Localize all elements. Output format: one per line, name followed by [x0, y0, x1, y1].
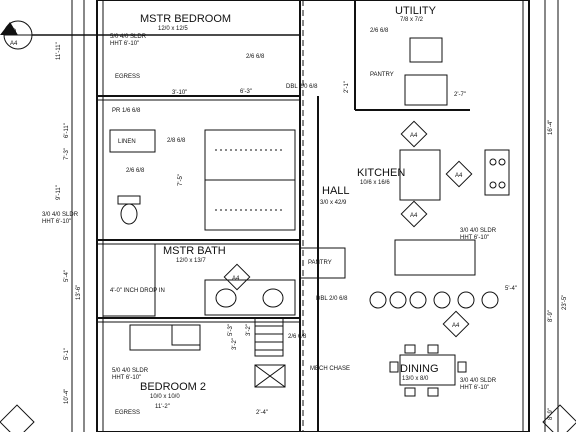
mstr-bedroom-name: MSTR BEDROOM [140, 13, 231, 25]
dining-name: DINING [400, 363, 439, 375]
dim-int-5: 3'-2" [232, 338, 238, 350]
dim-left-6: 13'-6" [76, 285, 82, 300]
a4-tag-dining: A4 [452, 323, 460, 329]
egress-bottom-label: EGRESS [115, 410, 140, 416]
dim-left-5: 5'-4" [64, 270, 70, 282]
door-note-2: DBL 2/0 6/8 [286, 84, 318, 90]
mstr-bath-name: MSTR BATH [163, 245, 226, 257]
bedroom2-size: 10/0 x 10/0 [150, 394, 180, 400]
bedroom2-name: BEDROOM 2 [140, 381, 206, 393]
door-note-3: PR 1/6 6/8 [112, 108, 141, 114]
mstr-window-note-1: 5/0 4/0 SLDR [110, 34, 147, 40]
dining-window-note-2: HHT 6'-10" [460, 385, 489, 391]
dim-int-7: 11'-2" [155, 404, 170, 410]
closet-rods [215, 149, 285, 211]
dining-size: 13/0 x 8/0 [402, 376, 429, 382]
door-note-8: 2/6 6/8 [288, 334, 307, 340]
bath-window-note-2: HHT 6'-10" [42, 219, 71, 225]
hall-name: HALL [322, 185, 350, 197]
dining-window-note-1: 3/0 4/0 SLDR [460, 378, 497, 384]
section-marker [0, 20, 300, 50]
door-note-1: 2/6 6/8 [246, 54, 265, 60]
bed2-window-note-2: HHT 6'-10" [112, 375, 141, 381]
dim-right-4: 8'-9" [548, 408, 554, 420]
right-dimension-string: 16'-4" 8'-9" 23'-5" 8'-9" [544, 0, 568, 432]
door-note-6: 2/6 6/8 [370, 28, 389, 34]
mstr-window-note-2: HHT 6'-10" [110, 41, 139, 47]
dim-int-2: 6'-3" [240, 89, 252, 95]
mstr-bath-size: 12/0 x 13/7 [176, 258, 206, 264]
dim-left-2: 7'-3" [64, 148, 70, 160]
dim-right-2: 8'-9" [548, 310, 554, 322]
dim-int-10: 3'-2" [246, 324, 252, 336]
dim-left-1: 11'-11" [56, 42, 62, 60]
a4-tag-kitchen-2: A4 [455, 173, 463, 179]
door-note-4: 2/8 6/8 [167, 138, 186, 144]
dim-left-3: 9'-11" [56, 185, 62, 200]
dim-int-4: 7'-5" [178, 174, 184, 186]
dim-int-3: 2'-7" [454, 92, 466, 98]
dim-int-1: 3'-10" [172, 90, 187, 96]
pantry-mid-label: PANTRY [308, 260, 332, 266]
a4-tag-kitchen-1: A4 [410, 133, 418, 139]
door-note-7: DBL 2/0 6/8 [316, 296, 348, 302]
utility-name: UTILITY [395, 5, 437, 17]
kitchen-window-note-1: 3/0 4/0 SLDR [460, 228, 497, 234]
utility-size: 7/8 x 7/2 [400, 17, 424, 23]
dim-int-11: 5'-4" [505, 286, 517, 292]
door-note-5: 2/6 6/8 [126, 168, 145, 174]
dim-int-6: 2'-4" [256, 410, 268, 416]
bath-window-note-1: 3/0 4/0 SLDR [42, 212, 79, 218]
kitchen-name: KITCHEN [357, 167, 405, 179]
dim-int-9: 5'-3" [228, 324, 234, 336]
left-dimension-string: 11'-11" 7'-3" 9'-11" 6'-11" 5'-4" 13'-6"… [56, 0, 85, 432]
kitchen-size: 10/6 x 16/6 [360, 180, 390, 186]
drop-in-label: 4'-0" INCH DROP IN [110, 288, 165, 294]
dim-left-4: 6'-11" [64, 123, 70, 138]
hall-size: 3/0 x 42/9 [320, 200, 347, 206]
a4-tag-kitchen-3: A4 [410, 213, 418, 219]
walls [96, 0, 530, 432]
dim-left-8: 10'-4" [64, 389, 70, 404]
d-tag: D [12, 29, 17, 35]
dim-right-1: 16'-4" [548, 120, 554, 135]
bed2-window-note-1: 5/0 4/0 SLDR [112, 368, 149, 374]
dim-left-7: 5'-1" [64, 348, 70, 360]
a4-tag-bath: A4 [232, 276, 240, 282]
egress-top-label: EGRESS [115, 74, 140, 80]
dim-int-8: 2'-1" [344, 81, 350, 93]
linen-label: LINEN [118, 139, 136, 145]
fixtures [117, 37, 510, 397]
dim-right-3: 23'-5" [562, 295, 568, 310]
kitchen-window-note-2: HHT 6'-10" [460, 235, 489, 241]
mech-chase-label: MECH CHASE [310, 366, 350, 372]
pantry-top-label: PANTRY [370, 72, 394, 78]
section-tags [0, 120, 576, 432]
mstr-bedroom-size: 12/0 x 12/5 [158, 26, 188, 32]
a4-tag: A4 [10, 41, 18, 47]
